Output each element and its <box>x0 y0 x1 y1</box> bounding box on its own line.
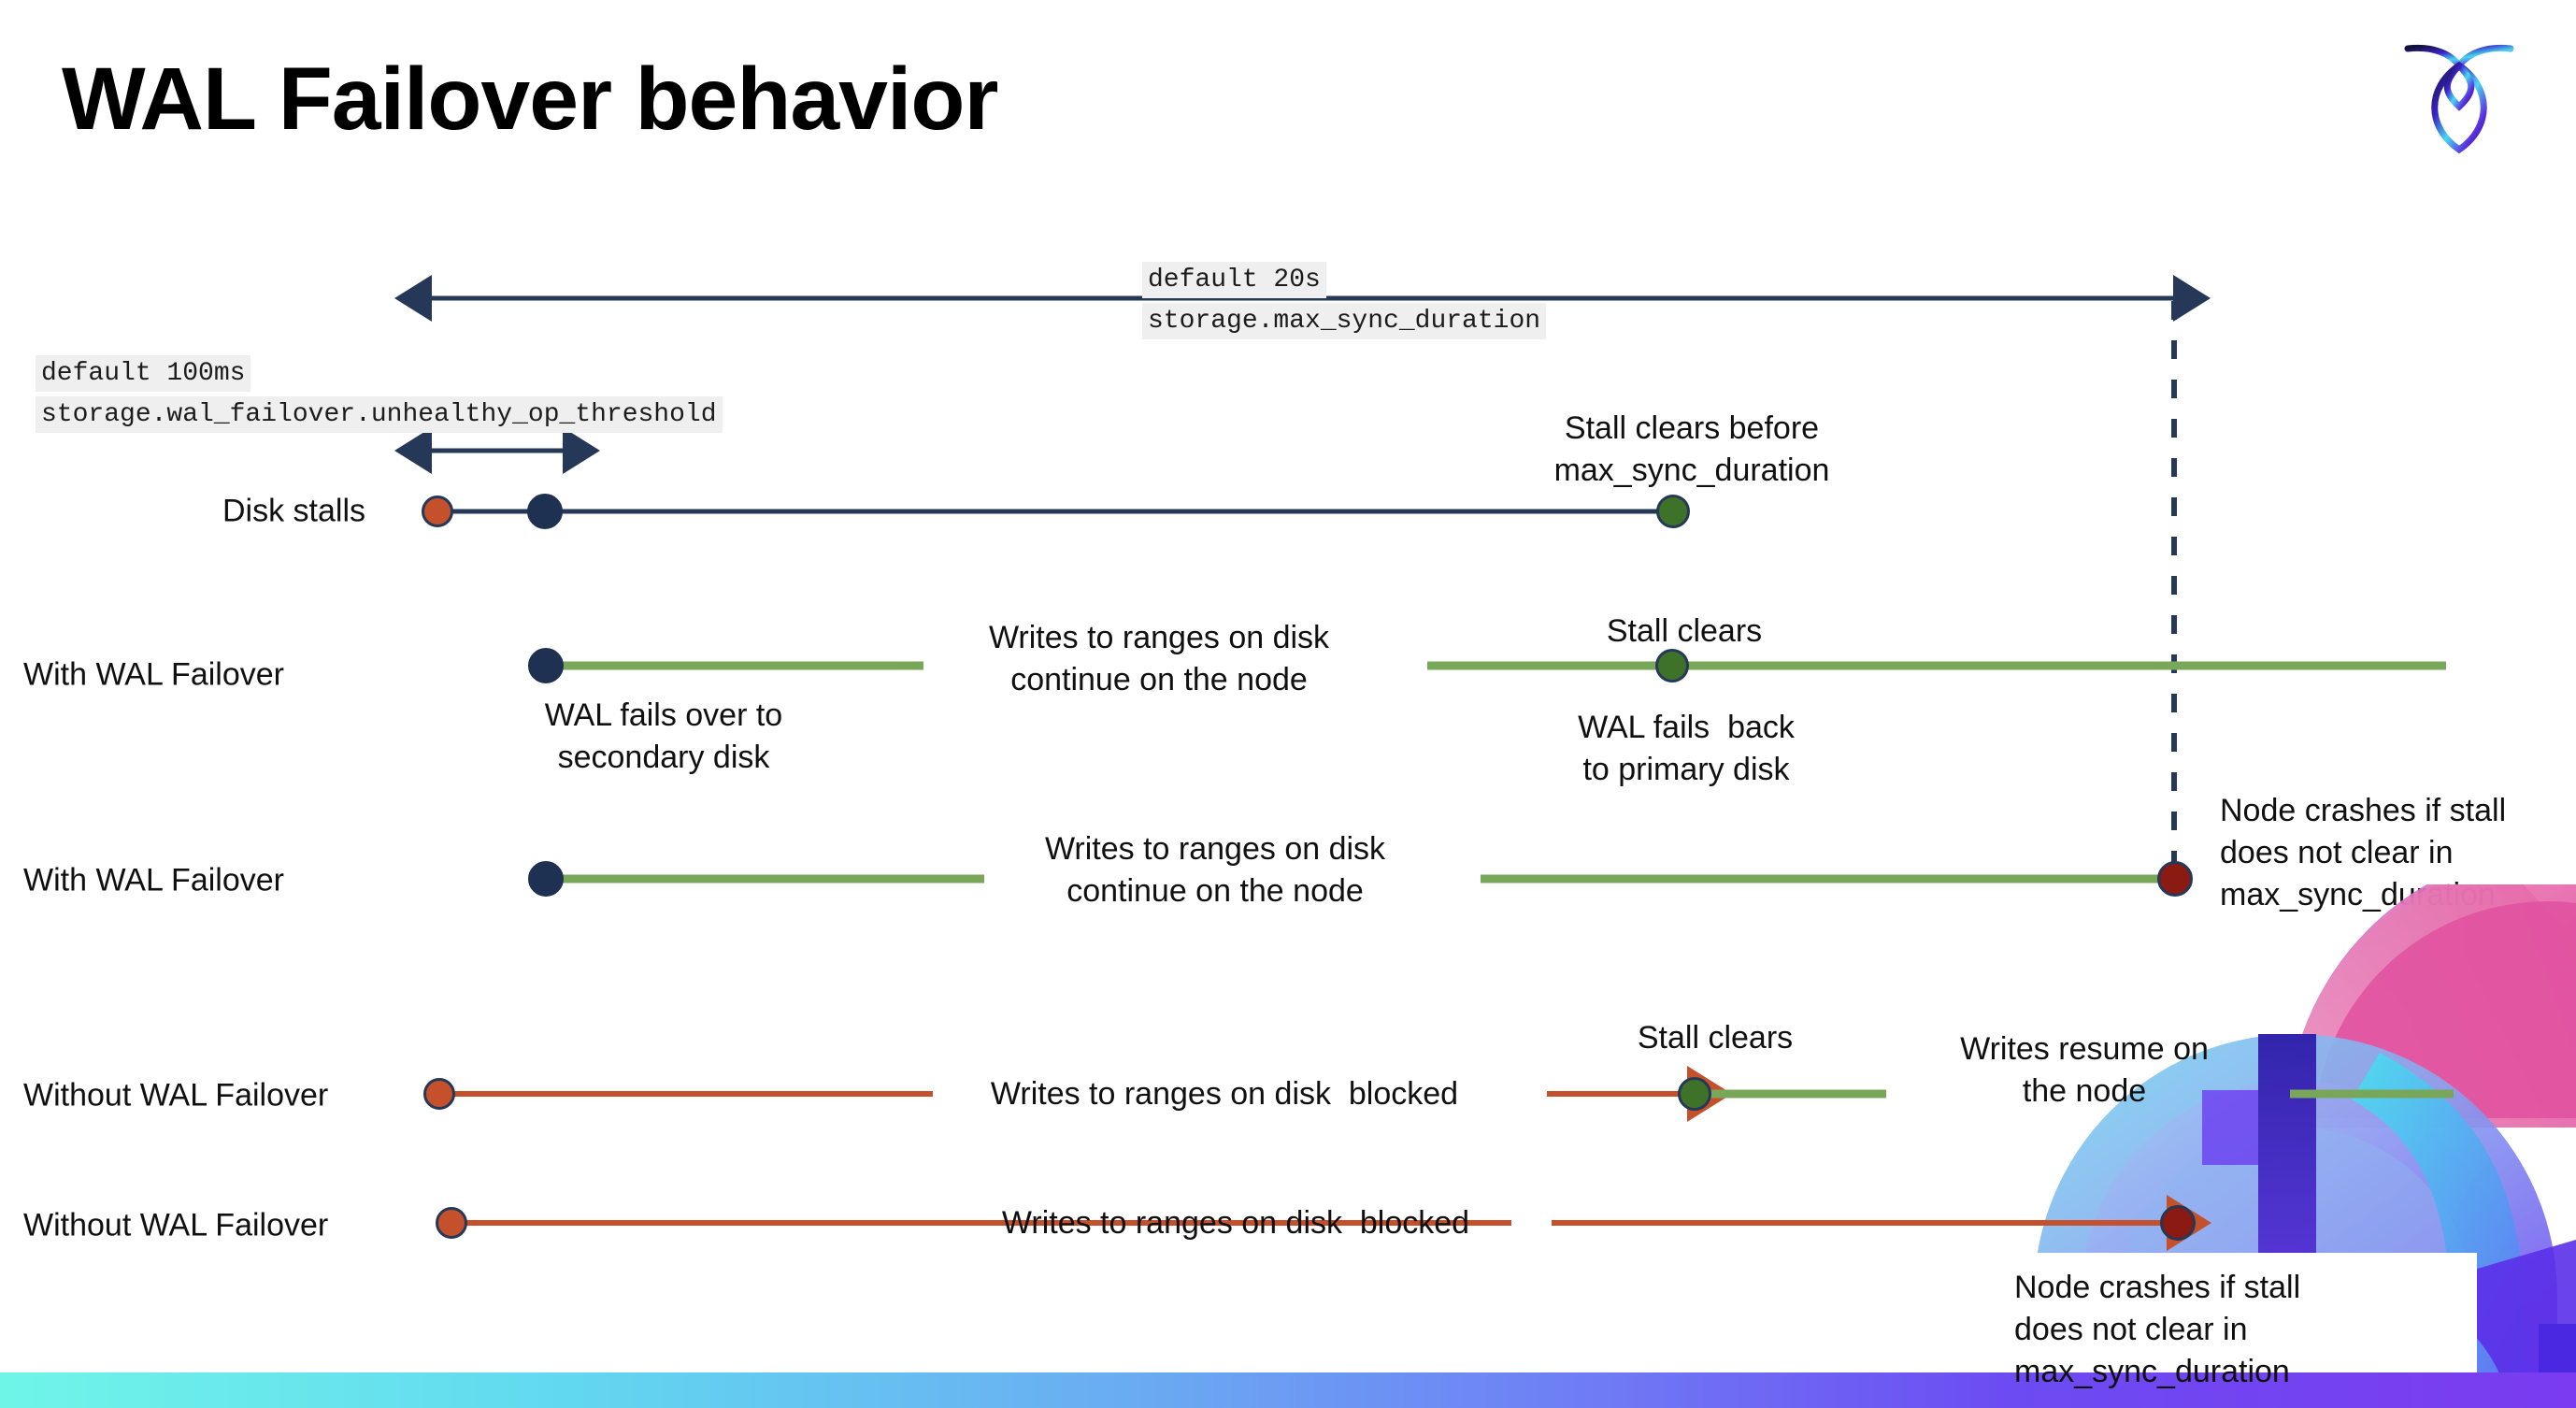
row5-backdrop <box>0 1117 2036 1248</box>
wal-failover-1-clear-dot[interactable] <box>1655 649 1689 682</box>
row-label-disk-stalls: Disk stalls <box>222 493 366 529</box>
row-label-with-wal-failover-2: With WAL Failover <box>23 862 284 898</box>
max-sync-default-chip: default 20s <box>1142 262 1326 298</box>
disk-stall-start-dot[interactable] <box>422 496 453 527</box>
unhealthy-setting-chip: storage.wal_failover.unhealthy_op_thresh… <box>36 396 723 433</box>
disk-stall-clear-dot[interactable] <box>1656 495 1690 528</box>
row-label-without-wal-failover-1: Without WAL Failover <box>23 1077 329 1113</box>
without-failover-2-track-a <box>458 1220 1511 1226</box>
callout-writes-continue-1: Writes to ranges on disk continue on the… <box>988 620 1330 697</box>
row-label-without-wal-failover-2: Without WAL Failover <box>23 1207 329 1243</box>
row-label-with-wal-failover-1: With WAL Failover <box>23 656 284 693</box>
callout-writes-continue-2: Writes to ranges on disk continue on the… <box>1044 831 1386 909</box>
without-failover-1-track-a <box>447 1091 933 1097</box>
without-failover-2-start-dot[interactable] <box>436 1207 467 1239</box>
without-failover-1-clear-dot[interactable] <box>1678 1077 1711 1111</box>
callout-node-crashes-1: Node crashes if stall does not clear in … <box>2220 793 2507 912</box>
wal-failover-2-track-b <box>1481 874 2180 884</box>
callout-stall-clears-before: Stall clears before max_sync_duration <box>1553 410 1830 488</box>
cockroach-labs-logo-icon <box>2398 30 2520 161</box>
max-sync-setting-chip: storage.max_sync_duration <box>1142 303 1547 339</box>
callout-stall-clears-1: Stall clears <box>1606 613 1763 649</box>
wal-failover-2-start-dot[interactable] <box>528 861 564 897</box>
callout-stall-clears-2: Stall clears <box>1637 1020 1794 1056</box>
wal-failover-2-track-a <box>551 874 984 884</box>
unhealthy-default-chip: default 100ms <box>36 355 251 392</box>
callout-wal-fails-back: WAL fails back to primary disk <box>1578 710 1795 787</box>
callout-writes-blocked-2: Writes to ranges on disk blocked <box>1001 1205 1470 1241</box>
wal-failover-1-track-b <box>1427 661 2446 670</box>
without-failover-1-start-dot[interactable] <box>423 1078 455 1110</box>
callout-writes-blocked-1: Writes to ranges on disk blocked <box>990 1076 1459 1112</box>
wal-failover-2-crash-dot[interactable] <box>2157 861 2193 897</box>
callout-wal-fails-over: WAL fails over to secondary disk <box>544 697 783 775</box>
callout-writes-resume: Writes resume on the node <box>1960 1031 2209 1109</box>
page-title: WAL Failover behavior <box>62 50 998 149</box>
wal-failover-1-start-dot[interactable] <box>528 648 564 683</box>
wal-failover-trigger-dot[interactable] <box>527 494 563 529</box>
without-failover-1-track-c <box>2290 1089 2454 1099</box>
wal-failover-1-track-a <box>551 661 923 670</box>
callout-node-crashes-2: Node crashes if stall does not clear in … <box>2014 1270 2301 1389</box>
without-failover-1-track-b <box>1703 1089 1886 1099</box>
without-failover-2-crash-dot[interactable] <box>2160 1205 2196 1241</box>
disk-stalls-track <box>432 509 1675 514</box>
